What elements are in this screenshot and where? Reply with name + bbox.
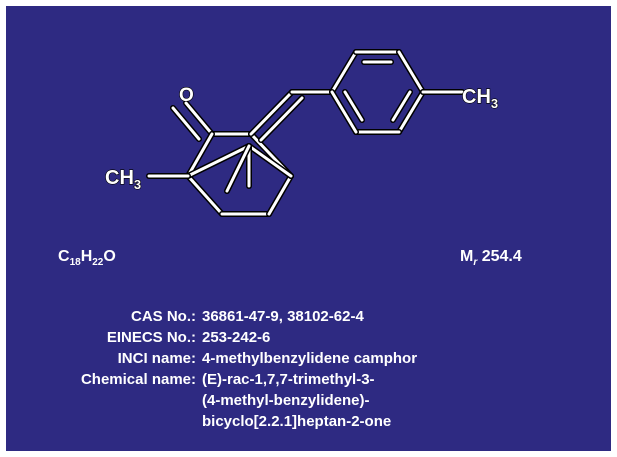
molar-mass: Mr 254.4 [460,248,522,269]
aromatic-inner-bond [391,90,412,122]
compound-info: CAS No.: 36861-47-9, 38102-62-4 EINECS N… [6,306,417,432]
inci-row: INCI name: 4-methylbenzylidene camphor [6,348,417,369]
aromatic-bond [330,50,358,94]
einecs-value: 253-242-6 [202,329,271,346]
bridge-bond [247,144,293,178]
cas-label: CAS No.: [131,308,196,325]
carbonyl-bond [184,101,214,136]
oxygen-atom-label: O [179,85,194,106]
cas-value: 36861-47-9, 38102-62-4 [202,308,364,325]
inci-label: INCI name: [117,350,196,367]
einecs-row: EINECS No.: 253-242-6 [6,327,417,348]
compound-panel: O CH3 CH3 C18H22O Mr 254.4 CAS No.: 3686… [6,6,611,451]
carbonyl-double-bond [171,106,201,141]
einecs-label: EINECS No.: [106,329,196,346]
structural-formula: O CH3 CH3 [104,49,499,217]
gem-methyl-bond [225,144,251,193]
ring-bond [186,174,224,216]
ring-bond [267,174,293,216]
cas-row: CAS No.: 36861-47-9, 38102-62-4 [6,306,417,327]
chemical-name-value-1: (E)-rac-1,7,7-trimethyl-3- [202,371,375,388]
inci-value: 4-methylbenzylidene camphor [202,350,418,367]
aromatic-inner-bond [343,90,364,122]
chemical-name-row: Chemical name: (E)-rac-1,7,7-trimethyl-3… [6,369,417,390]
exocyclic-double-bond [259,96,304,142]
chemical-name-value-2: (4-methyl-benzylidene)- [202,392,370,409]
chemical-name-row-2: (4-methyl-benzylidene)- [6,390,417,411]
exocyclic-bond [249,90,294,136]
bonds [146,49,465,217]
methyl-label-right: CH3 [462,86,498,111]
molecular-formula: C18H22O [58,248,116,269]
aromatic-bond [330,90,358,134]
chemical-name-label: Chemical name: [80,371,196,388]
ring-bond [186,132,214,178]
aromatic-bond [397,50,425,94]
chemical-name-value-3: bicyclo[2.2.1]heptan-2-one [202,413,392,430]
bridge-bond [186,144,251,178]
chemical-name-row-3: bicyclo[2.2.1]heptan-2-one [6,411,417,432]
aromatic-bond [397,90,425,134]
methyl-label-left: CH3 [105,167,141,192]
